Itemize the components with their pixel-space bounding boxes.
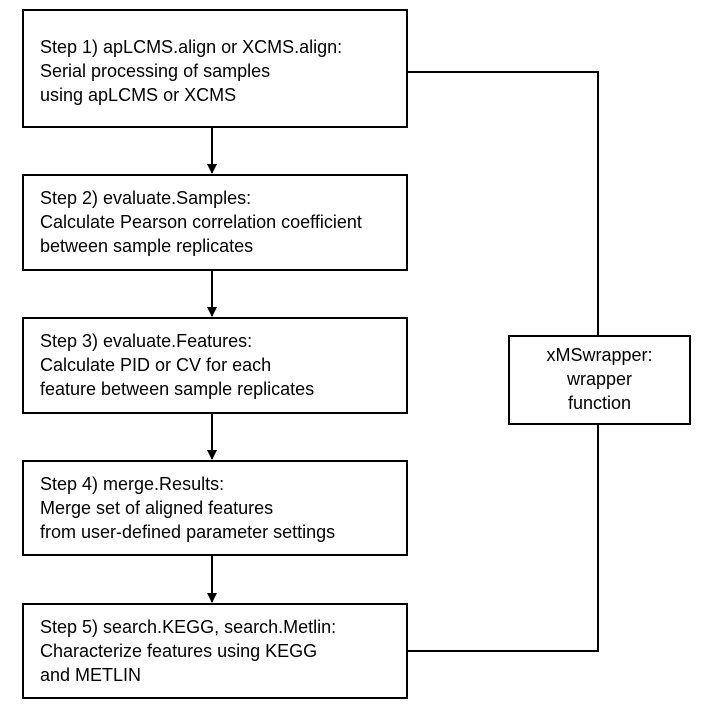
step-1-text: Step 1) apLCMS.align or XCMS.align: Seri…	[40, 35, 402, 107]
step-5-text: Step 5) search.KEGG, search.Metlin: Char…	[40, 615, 402, 687]
step-5-box: Step 5) search.KEGG, search.Metlin: Char…	[22, 603, 408, 699]
step-3-line-2: Calculate PID or CV for each	[40, 355, 272, 375]
step-4-title: Step 4) merge.Results:	[40, 474, 225, 494]
wrapper-text: xMSwrapper: wrapper function	[510, 343, 689, 415]
step-3-line-3: feature between sample replicates	[40, 379, 315, 399]
step-5-line-3: and METLIN	[40, 665, 142, 685]
step-3-box: Step 3) evaluate.Features: Calculate PID…	[22, 317, 408, 414]
step-3-title: Step 3) evaluate.Features:	[40, 331, 253, 351]
wrapper-title: xMSwrapper:	[546, 345, 653, 365]
step-1-box: Step 1) apLCMS.align or XCMS.align: Seri…	[22, 9, 408, 128]
wrapper-line-3: function	[567, 393, 632, 413]
wrapper-line-2: wrapper	[566, 369, 633, 389]
step-4-text: Step 4) merge.Results: Merge set of alig…	[40, 472, 402, 544]
step-1-title: Step 1) apLCMS.align or XCMS.align:	[40, 37, 343, 57]
step-2-title: Step 2) evaluate.Samples:	[40, 188, 252, 208]
step-1-line-2: Serial processing of samples	[40, 61, 271, 81]
step-4-box: Step 4) merge.Results: Merge set of alig…	[22, 460, 408, 556]
wrapper-connector-top	[408, 71, 599, 335]
step-4-line-2: Merge set of aligned features	[40, 498, 274, 518]
step-2-box: Step 2) evaluate.Samples: Calculate Pear…	[22, 174, 408, 271]
wrapper-function-box: xMSwrapper: wrapper function	[508, 335, 691, 425]
step-5-title: Step 5) search.KEGG, search.Metlin:	[40, 617, 337, 637]
step-1-line-3: using apLCMS or XCMS	[40, 85, 237, 105]
step-3-text: Step 3) evaluate.Features: Calculate PID…	[40, 329, 402, 401]
wrapper-connector-bottom	[408, 425, 599, 652]
step-4-line-3: from user-defined parameter settings	[40, 522, 336, 542]
step-2-text: Step 2) evaluate.Samples: Calculate Pear…	[40, 186, 402, 258]
step-2-line-3: between sample replicates	[40, 236, 254, 256]
step-5-line-2: Characterize features using KEGG	[40, 641, 318, 661]
step-2-line-2: Calculate Pearson correlation coefficien…	[40, 212, 362, 232]
